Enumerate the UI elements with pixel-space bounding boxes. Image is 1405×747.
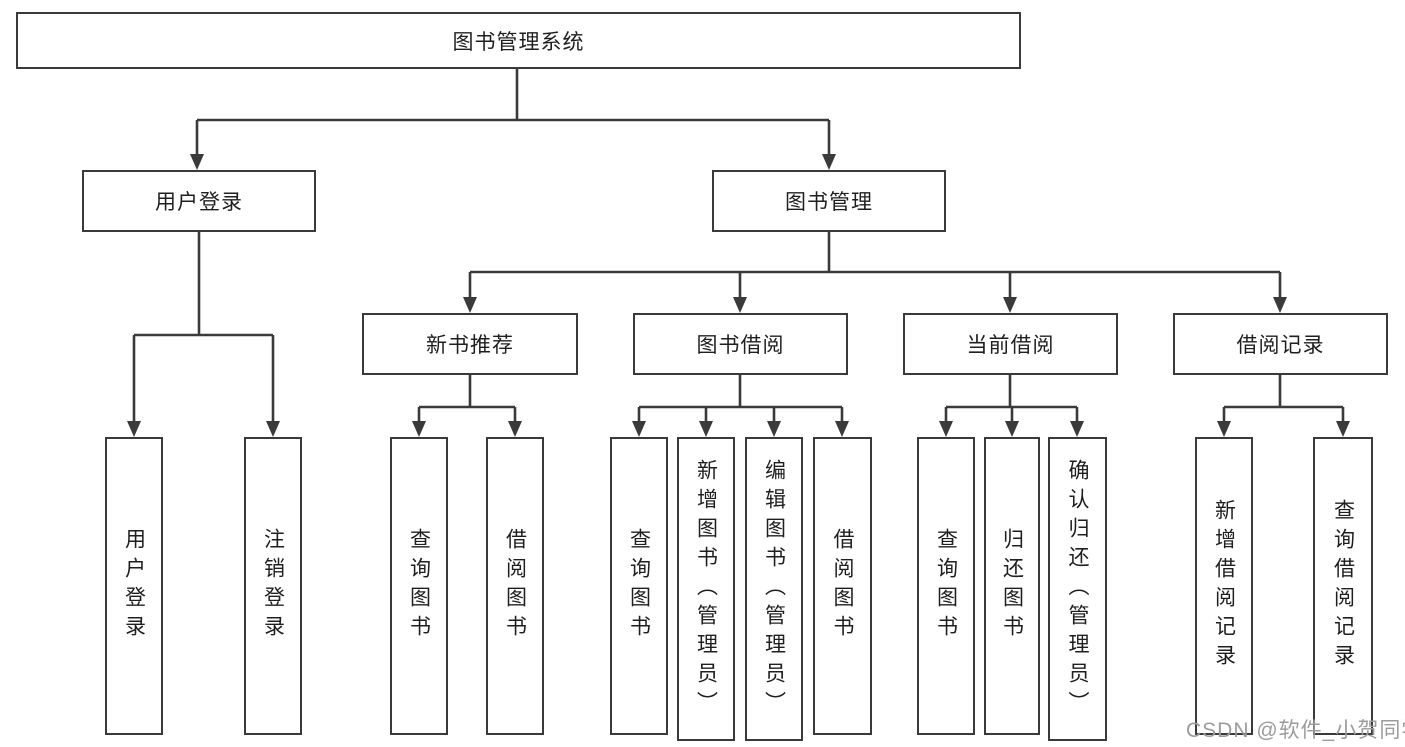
- leaf-add-books-admin: 新增图书（管理员）: [677, 437, 735, 741]
- node-book-management-system: 图书管理系统: [16, 12, 1021, 69]
- leaf-add-books-admin-label: 新增图书（管理员）: [694, 458, 718, 720]
- leaf-return-books-label: 归还图书: [1000, 528, 1024, 644]
- leaf-query-books-current: 查询图书: [917, 437, 975, 735]
- leaf-query-books-borrowing-label: 查询图书: [627, 528, 651, 644]
- leaf-query-books-recommend-label: 查询图书: [407, 528, 431, 644]
- leaf-borrow-books-recommend: 借阅图书: [486, 437, 544, 735]
- leaf-query-books-recommend: 查询图书: [390, 437, 448, 735]
- leaf-user-login: 用户登录: [105, 437, 163, 735]
- node-new-book-recommend: 新书推荐: [362, 313, 578, 375]
- leaf-query-books-borrowing: 查询图书: [610, 437, 668, 735]
- node-book-borrowing: 图书借阅: [633, 313, 848, 375]
- leaf-logout-label: 注销登录: [261, 528, 285, 644]
- leaf-user-login-label: 用户登录: [122, 528, 146, 644]
- leaf-confirm-return-admin: 确认归还（管理员）: [1048, 437, 1107, 741]
- leaf-edit-books-admin-label: 编辑图书（管理员）: [762, 458, 786, 720]
- leaf-edit-books-admin: 编辑图书（管理员）: [745, 437, 803, 741]
- node-user-login: 用户登录: [82, 170, 316, 232]
- node-current-borrowing: 当前借阅: [903, 313, 1118, 375]
- leaf-query-books-current-label: 查询图书: [934, 528, 958, 644]
- node-book-management: 图书管理: [712, 170, 946, 232]
- leaf-borrow-books-recommend-label: 借阅图书: [503, 528, 527, 644]
- leaf-add-borrow-record-label: 新增借阅记录: [1212, 499, 1236, 673]
- leaf-query-borrow-record: 查询借阅记录: [1313, 437, 1373, 735]
- node-borrowing-records: 借阅记录: [1173, 313, 1388, 375]
- leaf-borrow-books-borrowing: 借阅图书: [813, 437, 872, 735]
- leaf-borrow-books-borrowing-label: 借阅图书: [831, 528, 854, 644]
- leaf-confirm-return-admin-label: 确认归还（管理员）: [1066, 458, 1089, 720]
- leaf-add-borrow-record: 新增借阅记录: [1195, 437, 1253, 735]
- leaf-query-borrow-record-label: 查询借阅记录: [1331, 499, 1355, 673]
- leaf-return-books: 归还图书: [984, 437, 1040, 735]
- leaf-logout: 注销登录: [244, 437, 302, 735]
- csdn-watermark: CSDN @软件_小贺同学: [1186, 719, 1405, 742]
